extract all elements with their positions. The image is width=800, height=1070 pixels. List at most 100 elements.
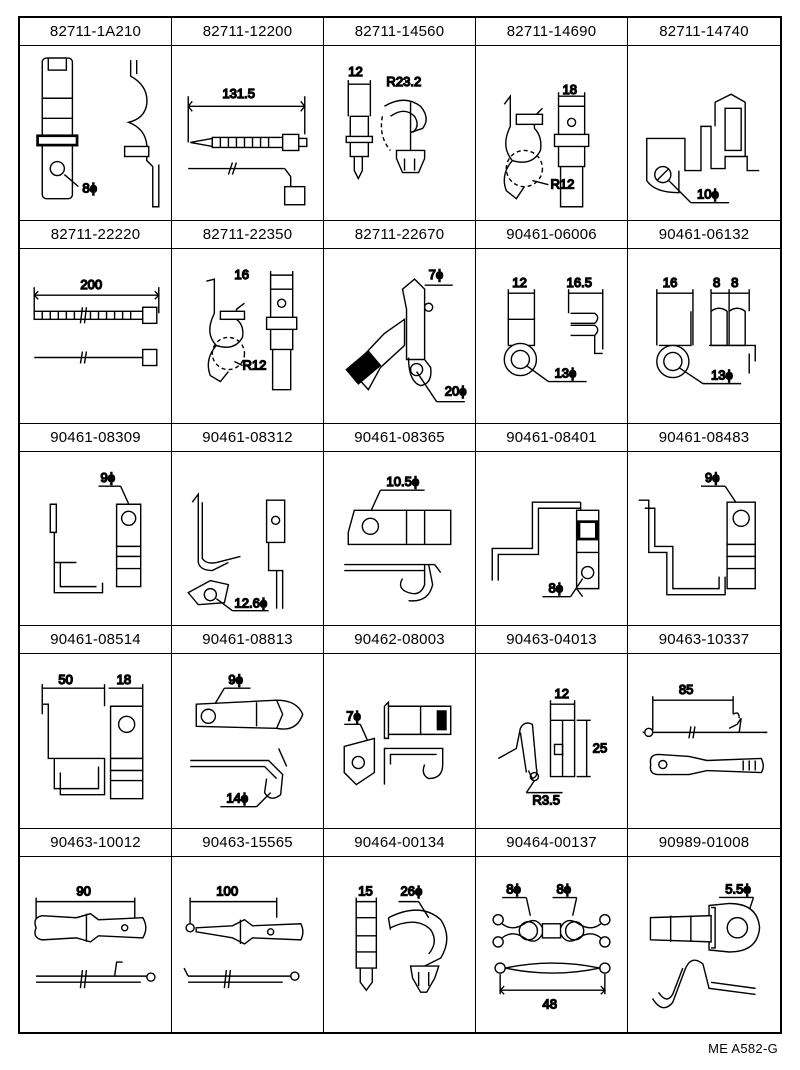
part-illustration: 9ϕ bbox=[628, 452, 780, 626]
part-number: 82711-12200 bbox=[202, 23, 293, 40]
part-number: 90463-10337 bbox=[658, 631, 750, 649]
part-number: 90464-00134 bbox=[354, 834, 445, 852]
dim-label: 13ϕ bbox=[555, 365, 577, 380]
dim-label: 90 bbox=[76, 884, 91, 899]
header-divider bbox=[628, 247, 780, 249]
dim-label: 8ϕ bbox=[82, 181, 97, 196]
header-divider bbox=[324, 856, 475, 858]
dim-label: R23.2 bbox=[386, 74, 421, 89]
header-divider bbox=[628, 653, 780, 655]
dim-label: 12 bbox=[512, 275, 527, 290]
dim-label: 16 bbox=[663, 275, 678, 290]
dim-label: 131.5 bbox=[222, 86, 255, 101]
dim-label: 15 bbox=[358, 884, 373, 899]
part-illustration: 5.5ϕ bbox=[628, 857, 780, 1032]
part-cell: 82711-14740 10ϕ bbox=[628, 18, 780, 221]
dim-label: 9ϕ bbox=[101, 470, 116, 485]
header-divider bbox=[324, 450, 475, 452]
part-number: 90462-08003 bbox=[354, 631, 445, 649]
part-cell: 90461-08401 8ϕ bbox=[476, 423, 628, 627]
part-number: 90461-08365 bbox=[354, 428, 445, 446]
part-illustration: 12.6ϕ bbox=[172, 452, 323, 626]
dim-label: 7ϕ bbox=[429, 267, 444, 282]
header-divider bbox=[324, 653, 475, 655]
dim-label: 12 bbox=[555, 687, 570, 702]
part-illustration: 18 R12 bbox=[476, 46, 627, 220]
dim-label: 200 bbox=[80, 277, 102, 292]
part-number: 82711-22670 bbox=[354, 225, 445, 243]
dim-label: 100 bbox=[216, 884, 238, 899]
part-illustration: 15 26ϕ bbox=[324, 857, 475, 1032]
header-divider bbox=[20, 856, 171, 858]
dim-label: 13ϕ bbox=[711, 367, 733, 382]
part-cell: 82711-12200 131.5 bbox=[172, 18, 324, 221]
part-cell: 90463-10012 90 bbox=[20, 829, 172, 1032]
dim-label: R12 bbox=[242, 357, 266, 372]
dim-label: 8 bbox=[713, 275, 720, 290]
part-number: 82711-22350 bbox=[202, 225, 293, 243]
part-cell: 82711-22220 200 bbox=[20, 220, 172, 424]
dim-label: 25 bbox=[593, 741, 608, 756]
header-divider bbox=[172, 653, 323, 655]
part-illustration: 9ϕ 14ϕ bbox=[172, 654, 323, 828]
part-illustration: 8ϕ bbox=[476, 452, 627, 626]
header-divider bbox=[476, 653, 627, 655]
dim-label: 5.5ϕ bbox=[725, 882, 751, 897]
dim-label: 10ϕ bbox=[697, 187, 719, 202]
header-divider bbox=[476, 856, 627, 858]
part-illustration: 8ϕ bbox=[20, 46, 171, 220]
dim-label: 16.5 bbox=[567, 275, 592, 290]
part-cell: 82711-1A210 8ϕ bbox=[20, 18, 172, 221]
part-number: 90461-08309 bbox=[50, 428, 141, 446]
part-cell: 82711-14560 12 R23.2 bbox=[324, 18, 476, 221]
part-cell: 82711-22670 7ϕ 20ϕ bbox=[324, 220, 476, 424]
part-illustration: 85 bbox=[628, 654, 780, 828]
dim-label: 16 bbox=[234, 267, 249, 282]
part-illustration: 7ϕ 20ϕ bbox=[324, 249, 475, 423]
part-cell: 90461-08365 10.5ϕ bbox=[324, 423, 476, 627]
part-illustration: 90 bbox=[20, 857, 171, 1032]
header-divider bbox=[476, 45, 627, 46]
dim-label: 85 bbox=[679, 683, 694, 698]
header-divider bbox=[172, 45, 323, 46]
parts-grid: 82711-1A210 8ϕ bbox=[20, 18, 780, 1032]
part-cell: 90462-08003 7ϕ bbox=[324, 626, 476, 830]
parts-sheet: 82711-1A210 8ϕ bbox=[18, 16, 782, 1034]
dim-label: R3.5 bbox=[532, 793, 560, 808]
header-divider bbox=[476, 450, 627, 452]
part-cell: 82711-14690 18 R12 bbox=[476, 18, 628, 221]
part-number: 90461-08483 bbox=[658, 428, 750, 446]
header-divider bbox=[172, 856, 323, 858]
part-illustration: 12 25 R3.5 bbox=[476, 654, 627, 828]
part-cell: 90463-04013 12 25 bbox=[476, 626, 628, 830]
part-number: 82711-14560 bbox=[354, 23, 445, 40]
dim-label: 26ϕ bbox=[401, 884, 423, 899]
header-divider bbox=[20, 653, 171, 655]
part-illustration: 131.5 bbox=[172, 46, 323, 220]
part-cell: 82711-22350 16 R12 bbox=[172, 220, 324, 424]
dim-label: 9ϕ bbox=[705, 470, 720, 485]
dim-label: 12.6ϕ bbox=[234, 595, 267, 610]
part-cell: 90463-15565 100 bbox=[172, 829, 324, 1032]
part-illustration: 200 bbox=[20, 249, 171, 423]
dim-label: R12 bbox=[550, 177, 574, 192]
header-divider bbox=[628, 856, 780, 858]
part-illustration: 10ϕ bbox=[628, 46, 780, 220]
part-cell: 90461-06006 12 16.5 bbox=[476, 220, 628, 424]
part-cell: 90461-08813 9ϕ 14ϕ bbox=[172, 626, 324, 830]
part-cell: 90461-08514 50 18 bbox=[20, 626, 172, 830]
dim-label: 8 bbox=[731, 275, 738, 290]
dim-label: 7ϕ bbox=[346, 709, 361, 724]
dim-label: 50 bbox=[58, 673, 73, 688]
part-illustration: 9ϕ bbox=[20, 452, 171, 626]
part-number: 82711-1A210 bbox=[49, 23, 142, 40]
header-divider bbox=[476, 247, 627, 249]
header-divider bbox=[628, 45, 780, 46]
part-number: 90461-08312 bbox=[202, 428, 293, 446]
header-divider bbox=[628, 450, 780, 452]
dim-label: 48 bbox=[542, 997, 557, 1012]
dim-label: 14ϕ bbox=[226, 791, 248, 806]
dim-label: 9ϕ bbox=[228, 673, 243, 688]
header-divider bbox=[20, 450, 171, 452]
dim-label: 18 bbox=[563, 82, 578, 97]
